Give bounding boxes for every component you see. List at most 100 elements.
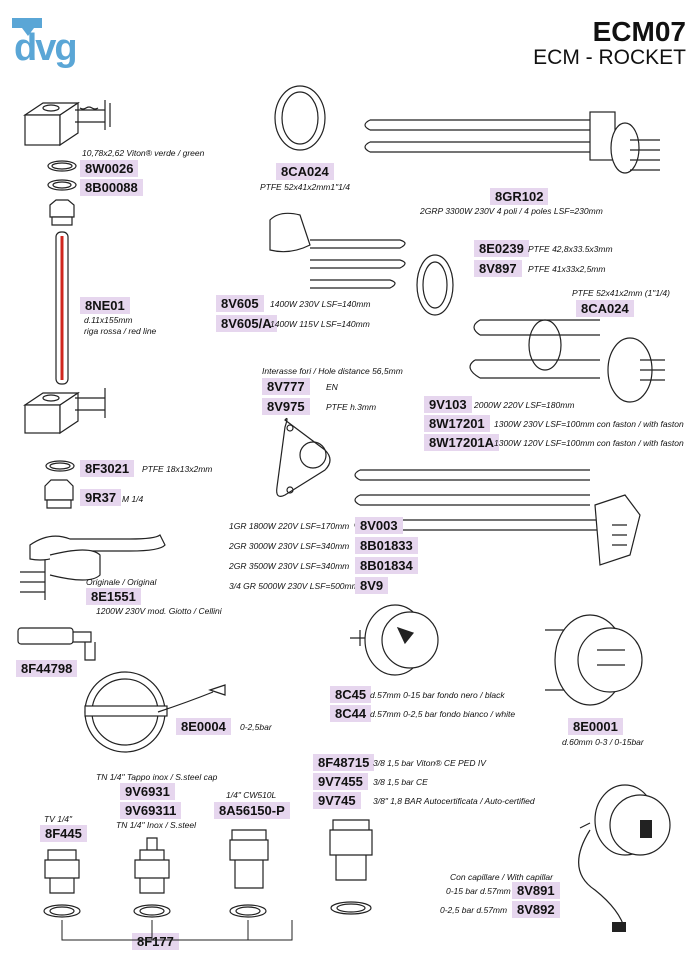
ptfe-ring-icon <box>416 254 454 316</box>
part-code-8W17201[interactable]: 8W17201 <box>424 415 490 432</box>
nut-icon <box>49 199 75 226</box>
part-code-8GR102[interactable]: 8GR102 <box>490 188 549 205</box>
part-desc: d.60mm 0-3 / 0-15bar <box>562 737 644 747</box>
capillary-gauge-icon <box>578 784 671 932</box>
part-code-8A56150-P[interactable]: 8A56150-P <box>214 802 290 819</box>
part-desc: PTFE 52x41x2mm (1"1/4) <box>572 288 670 298</box>
manometer-dual-icon <box>545 614 643 706</box>
part-code-9V69311[interactable]: 9V69311 <box>120 802 182 819</box>
model-title: ECM07 <box>592 16 686 47</box>
part-desc: 2000W 220V LSF=180mm <box>474 400 575 410</box>
part-desc: 0-2,5 bar d.57mm <box>440 905 508 915</box>
part-code-8NE01[interactable]: 8NE01 <box>80 297 130 314</box>
part-code-8F3021[interactable]: 8F3021 <box>80 460 135 477</box>
part-desc: PTFE 41x33x2,5mm <box>528 264 606 274</box>
part-desc: 2GR 3000W 230V LSF=340mm <box>229 541 350 551</box>
part-desc: PTFE 52x41x2mm1"1/4 <box>260 182 350 192</box>
heating-element-4pole-icon <box>364 111 660 174</box>
part-desc: 0-2,5bar <box>240 722 272 732</box>
part-code-8V777[interactable]: 8V777 <box>262 378 310 395</box>
part-code-8B00088[interactable]: 8B00088 <box>80 179 143 196</box>
dvg-logo-icon <box>12 18 42 36</box>
part-desc: 1GR 1800W 220V LSF=170mm <box>229 521 350 531</box>
o-ring-icon <box>47 160 77 172</box>
gasket-icon <box>45 460 75 472</box>
vacuum-valve-icon <box>43 849 81 918</box>
part-desc: 3/8 1,5 bar CE <box>373 777 428 787</box>
part-desc: d.57mm 0-15 bar fondo nero / black <box>370 690 505 700</box>
valve-brass-icon <box>229 829 269 918</box>
level-tube-icon <box>55 231 69 385</box>
part-code-8V897[interactable]: 8V897 <box>474 260 522 277</box>
part-code-8B01833[interactable]: 8B01833 <box>355 537 418 554</box>
part-desc: d.11x155mm <box>84 315 133 325</box>
part-desc: EN <box>326 382 338 392</box>
part-code-8E0004[interactable]: 8E0004 <box>176 718 231 735</box>
part-code-8C44[interactable]: 8C44 <box>330 705 372 722</box>
part-code-8W0026[interactable]: 8W0026 <box>80 160 139 177</box>
part-code-8V892[interactable]: 8V892 <box>512 901 560 918</box>
part-desc: 1400W 230V LSF=140mm <box>270 299 371 309</box>
part-code-8V975[interactable]: 8V975 <box>262 398 310 415</box>
part-desc: Originale / Original <box>86 577 157 587</box>
part-code-8F44798[interactable]: 8F44798 <box>16 660 78 677</box>
part-desc: M 1/4 <box>122 494 144 504</box>
part-desc: TN 1/4" Tappo inox / S.steel cap <box>96 772 218 782</box>
part-desc: 10,78x2,62 Viton® verde / green <box>82 148 205 158</box>
part-desc: 1300W 120V LSF=100mm con faston / with f… <box>494 438 684 448</box>
part-desc: TV 1/4" <box>44 814 73 824</box>
part-desc: Interasse fori / Hole distance 56,5mm <box>262 366 403 376</box>
connector-icon <box>17 627 96 661</box>
part-desc: 3/8" 1,8 BAR Autocertificata / Auto-cert… <box>373 796 535 806</box>
part-code-9V745[interactable]: 9V745 <box>313 792 361 809</box>
part-desc: PTFE 18x13x2mm <box>142 464 213 474</box>
part-code-8E0239[interactable]: 8E0239 <box>474 240 529 257</box>
valve-cap-icon <box>133 837 171 918</box>
heater-element-icon <box>20 534 166 600</box>
part-desc: PTFE h.3mm <box>326 402 377 412</box>
part-desc: 1400W 115V LSF=140mm <box>270 319 370 329</box>
part-code-8C45[interactable]: 8C45 <box>330 686 372 703</box>
part-code-8CA024[interactable]: 8CA024 <box>276 163 334 180</box>
part-code-8F48715[interactable]: 8F48715 <box>313 754 375 771</box>
block-fitting-bottom-icon <box>23 388 106 435</box>
washer-icon <box>47 179 77 191</box>
heating-element-2pole-icon <box>269 212 406 289</box>
part-code-8B01834[interactable]: 8B01834 <box>355 557 418 574</box>
part-code-8E0001[interactable]: 8E0001 <box>568 718 623 735</box>
block-fitting-top-icon <box>23 100 111 147</box>
part-desc: PTFE 42,8x33.5x3mm <box>528 244 613 254</box>
part-desc: Con capillare / With capillar <box>450 872 553 882</box>
part-code-9V103[interactable]: 9V103 <box>424 396 472 413</box>
brand-logo: dvg <box>14 27 78 69</box>
flange-gasket-icon <box>276 417 331 497</box>
part-desc: d.57mm 0-2,5 bar fondo bianco / white <box>370 709 516 719</box>
part-code-8V605A[interactable]: 8V605/A <box>216 315 277 332</box>
part-desc: 1200W 230V mod. Giotto / Cellini <box>96 606 222 616</box>
part-code-9V6931[interactable]: 9V6931 <box>120 783 175 800</box>
part-desc: 1300W 230V LSF=100mm con faston / with f… <box>494 419 684 429</box>
part-desc: 0-15 bar d.57mm <box>446 886 511 896</box>
part-code-9R37[interactable]: 9R37 <box>80 489 122 506</box>
part-desc: 1/4" CW510L <box>226 790 277 800</box>
part-code-8V003[interactable]: 8V003 <box>355 517 403 534</box>
ptfe-gasket-icon <box>274 85 326 151</box>
part-desc: 2GR 3500W 230V LSF=340mm <box>229 561 350 571</box>
manometer-icon <box>350 604 439 676</box>
part-code-8E1551[interactable]: 8E1551 <box>86 588 141 605</box>
part-code-8V605[interactable]: 8V605 <box>216 295 264 312</box>
part-desc: riga rossa / red line <box>84 326 157 336</box>
pressure-gauge-icon <box>84 671 226 753</box>
part-desc: 3/4 GR 5000W 230V LSF=500mm <box>229 581 359 591</box>
part-code-8F445[interactable]: 8F445 <box>40 825 87 842</box>
part-code-8V891[interactable]: 8V891 <box>512 882 560 899</box>
heating-element-3pole-icon <box>469 319 665 403</box>
part-code-8W17201A[interactable]: 8W17201A <box>424 434 500 451</box>
cap-nut-icon <box>44 479 74 509</box>
part-code-8V9[interactable]: 8V9 <box>355 577 389 594</box>
part-code-8CA024-b[interactable]: 8CA024 <box>576 300 634 317</box>
part-code-8F177[interactable]: 8F177 <box>132 933 179 950</box>
part-code-9V7455[interactable]: 9V7455 <box>313 773 368 790</box>
